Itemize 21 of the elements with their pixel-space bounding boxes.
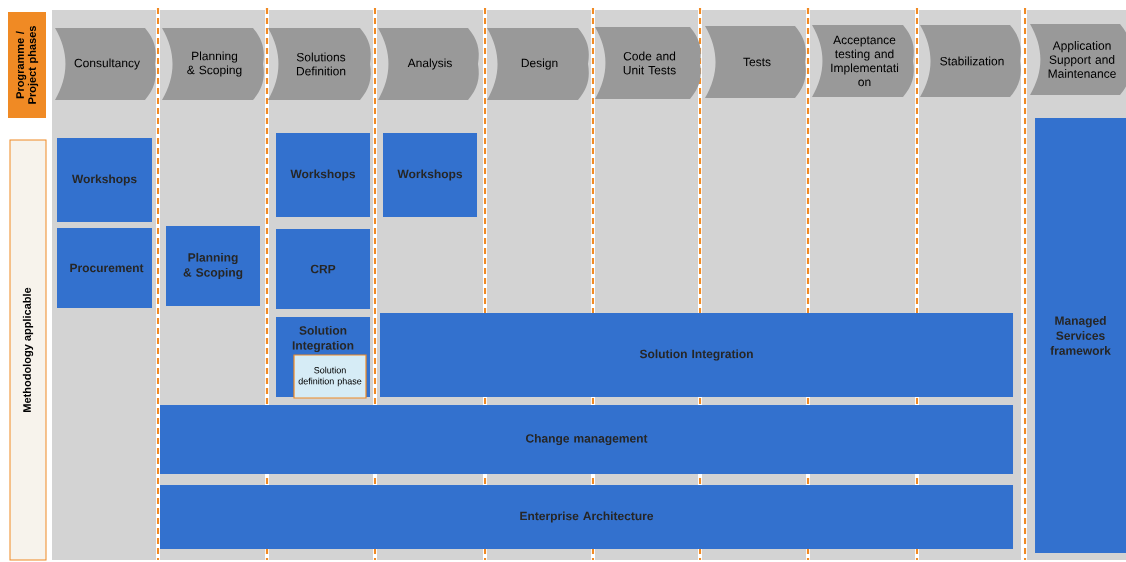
activity-box: Workshops [383,133,477,217]
phase-box: Stabilization [920,25,1021,97]
methodology-label: Methodology applicable [9,139,47,561]
phase-box: Solutions Definition [268,28,371,100]
phase-box: Application Support and Maintenance [1030,24,1126,95]
note-box: Solution definition phase [293,354,367,399]
activity-box: Procurement [57,228,152,308]
phase-box: Acceptance testing and Implementati on [812,25,914,97]
activity-box: Enterprise Architecture [160,485,1013,549]
phase-box: Code and Unit Tests [595,27,701,99]
phase-header-label: Programme / Project phases [8,12,46,118]
activity-box: Workshops [276,133,370,217]
activity-box: Planning & Scoping [166,226,260,306]
activity-box: CRP [276,229,370,309]
activity-box: Managed Services framework [1035,118,1126,553]
activity-box: Workshops [57,138,152,222]
activity-box: Change management [160,405,1013,474]
phase-box: Consultancy [55,28,156,100]
activity-box: Solution Integration [380,313,1013,397]
phase-box: Analysis [378,28,479,100]
phase-box: Tests [705,26,806,98]
